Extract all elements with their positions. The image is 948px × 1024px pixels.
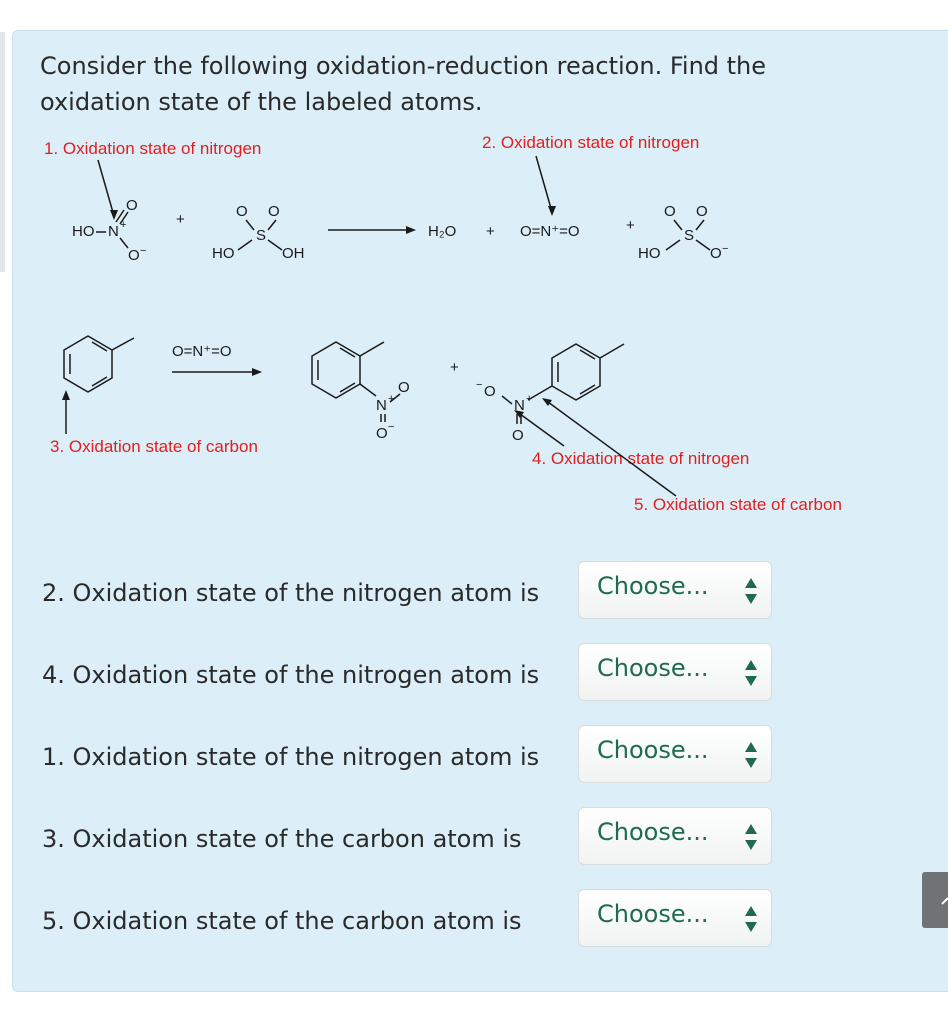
svg-text:−: − [388,421,394,433]
select-value: Choose... [597,572,709,600]
bisulfate: O O S HO O − [638,203,728,262]
svg-text:O: O [512,427,524,444]
svg-text:O: O [398,379,410,396]
select-value: Choose... [597,900,709,928]
chevron-up-icon [941,897,948,905]
svg-text:+: + [526,393,532,405]
row-label-1: 1. Oxidation state of the nitrogen atom … [42,743,540,771]
question-text: Consider the following oxidation-reducti… [40,52,767,116]
para-nitrotoluene: N + O − O [476,343,625,444]
svg-text:O: O [696,203,708,220]
row-label-2: 2. Oxidation state of the nitrogen atom … [42,579,540,607]
svg-text:N: N [108,223,119,240]
svg-text:S: S [256,227,266,244]
svg-text:O: O [126,197,138,214]
row-label-5: 5. Oxidation state of the carbon atom is [42,907,522,935]
svg-text:O: O [484,383,496,400]
plus-1: + [176,211,185,228]
svg-text:+: + [388,393,394,405]
svg-text:O: O [376,425,388,442]
label-5: 5. Oxidation state of carbon [634,495,842,514]
up-down-arrows-icon [745,660,757,686]
select-value: Choose... [597,654,709,682]
label-3: 3. Oxidation state of carbon [50,437,258,456]
question-card [12,30,948,992]
left-edge-bar [0,32,5,272]
select-nitrogen-1[interactable]: Choose... [578,725,772,783]
label-1: 1. Oxidation state of nitrogen [44,139,261,158]
svg-text:O: O [664,203,676,220]
svg-text:O: O [128,247,140,264]
reaction-arrow-2 [172,368,262,376]
svg-text:+: + [120,219,126,231]
select-value: Choose... [597,736,709,764]
select-nitrogen-2[interactable]: Choose... [578,561,772,619]
up-down-arrows-icon [745,824,757,850]
svg-text:−: − [140,245,146,257]
select-carbon-5[interactable]: Choose... [578,889,772,947]
svg-text:HO: HO [72,223,95,240]
up-down-arrows-icon [745,742,757,768]
water: H₂O [428,223,456,240]
toluene [63,335,135,393]
svg-text:HO: HO [212,245,235,262]
select-value: Choose... [597,818,709,846]
label-4: 4. Oxidation state of nitrogen [532,449,749,468]
select-nitrogen-4[interactable]: Choose... [578,643,772,701]
sulfuric-acid: O O S HO OH [212,203,305,262]
svg-text:N: N [514,397,525,414]
row-label-3: 3. Oxidation state of the carbon atom is [42,825,522,853]
svg-text:−: − [722,243,728,255]
svg-text:HO: HO [638,245,661,262]
row-label-4: 4. Oxidation state of the nitrogen atom … [42,661,540,689]
svg-text:S: S [684,227,694,244]
plus-4: + [450,359,459,376]
reaction-scheme: 1. Oxidation state of nitrogen 2. Oxidat… [44,133,842,514]
svg-text:O: O [236,203,248,220]
plus-3: + [626,217,635,234]
svg-text:−: − [476,379,482,391]
nitronium: O=N⁺=O [520,223,580,240]
reaction-arrow-1 [328,226,416,234]
up-down-arrows-icon [745,578,757,604]
plus-2: + [486,223,495,240]
svg-text:O: O [268,203,280,220]
reagent-nitronium: O=N⁺=O [172,343,232,360]
svg-text:O: O [710,245,722,262]
nitric-acid: HO N + O O − [72,197,146,264]
svg-text:OH: OH [282,245,305,262]
up-down-arrows-icon [745,906,757,932]
scroll-top-button[interactable] [922,872,948,928]
label-pointers [62,155,677,497]
svg-text:N: N [376,397,387,414]
label-2: 2. Oxidation state of nitrogen [482,133,699,152]
ortho-nitrotoluene: N + O O − [311,341,410,442]
select-carbon-3[interactable]: Choose... [578,807,772,865]
